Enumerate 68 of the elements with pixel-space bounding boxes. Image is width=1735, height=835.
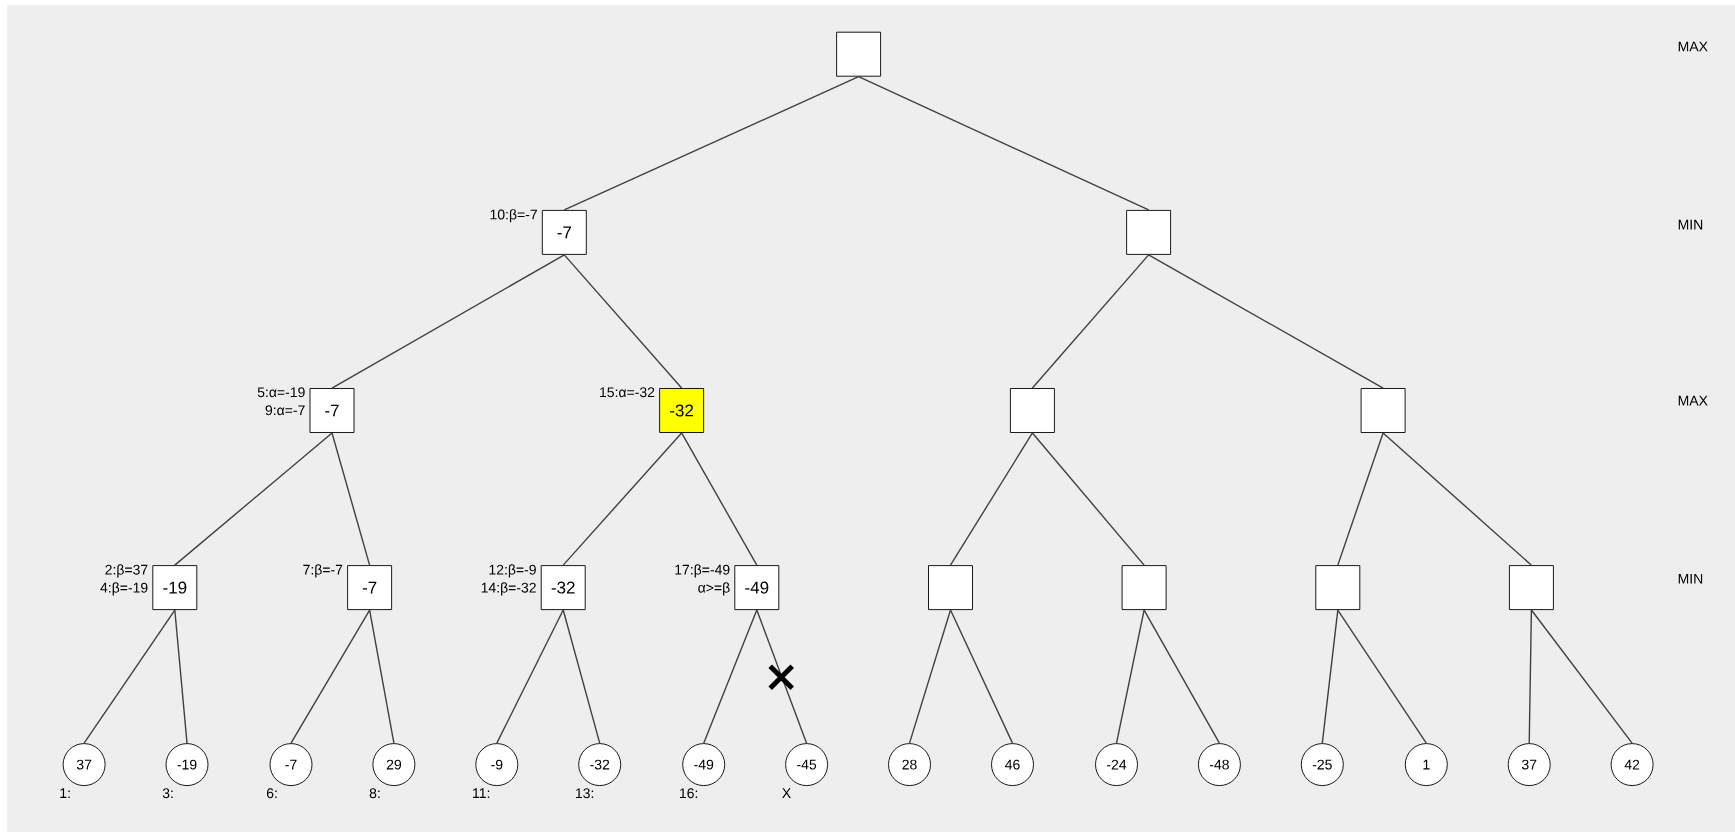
node-box: -49 bbox=[734, 565, 780, 611]
level-label: MAX bbox=[1678, 395, 1708, 406]
annotation-text: 2:β=37 bbox=[105, 564, 148, 578]
annotation-text: 5:α=-19 bbox=[257, 387, 305, 398]
node-box bbox=[1315, 565, 1361, 611]
tree-edge bbox=[756, 609, 808, 744]
tree-edge bbox=[1321, 609, 1339, 744]
tree-edge bbox=[563, 75, 860, 211]
node-box: -32 bbox=[659, 388, 705, 433]
tree-edge bbox=[1337, 432, 1384, 566]
annotation-text: 10:β=-7 bbox=[490, 209, 537, 223]
tree-edge bbox=[1143, 609, 1221, 744]
tree-edge bbox=[174, 609, 188, 744]
node-box: -19 bbox=[152, 565, 198, 611]
annotation-text: 14:β=-32 bbox=[481, 582, 536, 596]
tree-edge bbox=[562, 609, 601, 744]
tree-edge bbox=[1147, 254, 1384, 389]
level-label: MAX bbox=[1678, 41, 1708, 52]
node-box bbox=[1508, 565, 1554, 611]
tree-edge bbox=[1530, 609, 1633, 744]
tree-edge bbox=[1031, 432, 1145, 566]
tree-edge bbox=[1031, 254, 1150, 389]
level-label: MIN bbox=[1678, 219, 1703, 230]
node-box: -7 bbox=[541, 209, 587, 255]
annotation-text: 17:β=-49 bbox=[675, 564, 730, 578]
step-number: 11: bbox=[473, 788, 490, 798]
node-box bbox=[1121, 565, 1167, 611]
tree-edge bbox=[496, 609, 564, 744]
step-number: X bbox=[782, 788, 791, 798]
node-box bbox=[1360, 388, 1406, 433]
tree-edge bbox=[331, 254, 565, 389]
step-number: 13: bbox=[576, 788, 594, 799]
tree-edge bbox=[331, 432, 371, 566]
tree-edge bbox=[857, 75, 1150, 211]
node-box: -7 bbox=[347, 565, 393, 611]
tree-edge bbox=[1115, 609, 1145, 744]
node-box: -32 bbox=[540, 565, 586, 611]
tree-edge bbox=[562, 432, 683, 566]
tree-edge bbox=[290, 609, 371, 744]
tree-edge bbox=[680, 432, 758, 566]
tree-edge bbox=[949, 609, 1014, 744]
tree-edge bbox=[1337, 609, 1427, 744]
tree-edge bbox=[1382, 432, 1533, 566]
tree-edge bbox=[368, 609, 395, 744]
node-box bbox=[928, 565, 973, 611]
tree-edge bbox=[703, 609, 758, 744]
level-label: MIN bbox=[1678, 573, 1703, 584]
annotation-text: 15:α=-32 bbox=[600, 387, 655, 398]
tree-edge bbox=[174, 432, 333, 566]
node-box bbox=[836, 31, 882, 77]
annotation-text: 7:β=-7 bbox=[303, 564, 343, 578]
annotation-text: 4:β=-19 bbox=[100, 582, 148, 596]
tree-edge bbox=[908, 609, 952, 744]
step-number: 1: bbox=[60, 788, 70, 798]
tree-edge bbox=[949, 432, 1034, 566]
step-number: 6: bbox=[266, 788, 277, 799]
node-box bbox=[1126, 209, 1172, 255]
tree-edge bbox=[1528, 609, 1533, 744]
step-number: 16: bbox=[680, 788, 698, 799]
node-box bbox=[1009, 388, 1055, 433]
node-box: -7 bbox=[309, 388, 355, 433]
annotation-text: α>=β bbox=[698, 582, 730, 596]
annotation-text: 9:α=-7 bbox=[265, 405, 305, 416]
tree-edge bbox=[83, 609, 176, 744]
tree-edge bbox=[563, 254, 683, 389]
annotation-text: 12:β=-9 bbox=[489, 564, 536, 578]
step-number: 3: bbox=[162, 788, 173, 799]
step-number: 8: bbox=[369, 788, 380, 799]
